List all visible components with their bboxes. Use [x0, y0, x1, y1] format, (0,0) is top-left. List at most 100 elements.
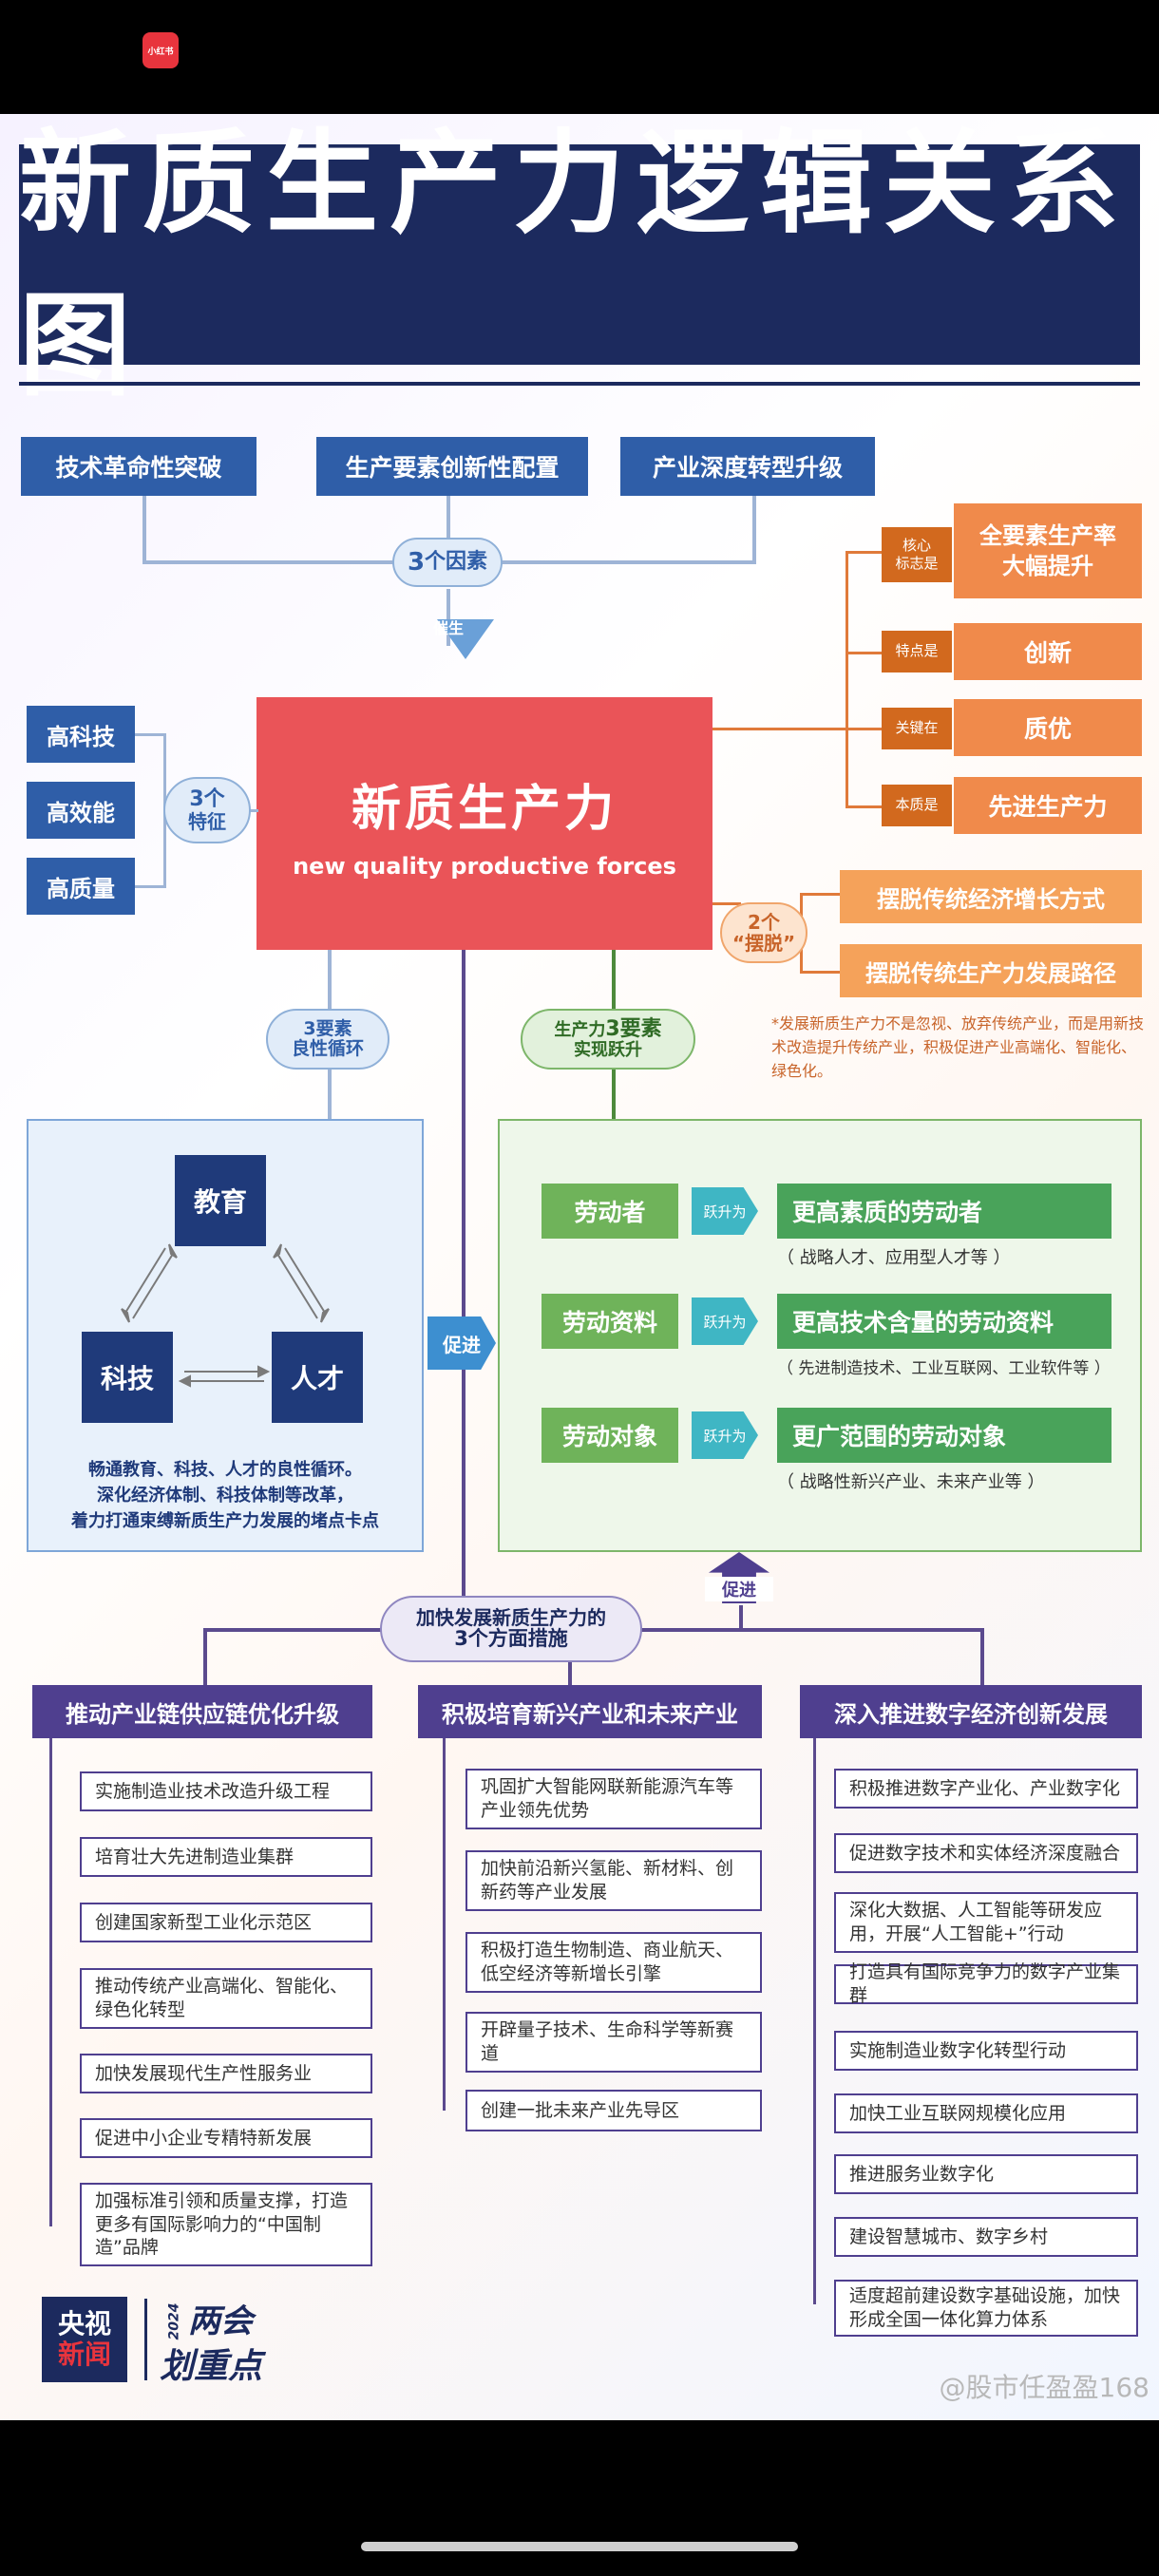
- connector: [247, 809, 258, 812]
- cctv-logo-line1: 央视: [57, 2307, 111, 2339]
- break-free-count: 2个: [748, 911, 780, 934]
- features-count: 3个: [189, 786, 225, 811]
- leap-to: 更高素质的劳动者: [777, 1184, 1112, 1239]
- logo-brand-line2: 划重点: [160, 2347, 263, 2386]
- leap-pill-num: 3要素: [605, 1017, 662, 1041]
- leap-from: 劳动对象: [542, 1408, 678, 1463]
- cycle-label: 良性循环: [291, 1038, 364, 1059]
- measures-pill-line2: 3个方面措施: [454, 1627, 568, 1651]
- status-bar: [0, 0, 1159, 114]
- center-title: 新质生产力: [351, 780, 618, 838]
- app-icon[interactable]: 小红书: [142, 32, 179, 68]
- cctv-news-logo: 央视新闻: [42, 2297, 127, 2382]
- factors-arrow-label: 催生: [432, 619, 464, 637]
- logo-divider: [144, 2299, 147, 2380]
- leap-note: （ 先进制造技术、工业互联网、工业软件等 ）: [777, 1359, 1111, 1378]
- connector: [846, 652, 882, 654]
- navigation-bar: [0, 2420, 1159, 2576]
- connector: [712, 728, 847, 730]
- measure-item: 创建国家新型工业化示范区: [80, 1903, 372, 1942]
- tag-key: 关键在: [882, 708, 952, 749]
- measure-item: 深化大数据、人工智能等研发应用，开展“人工智能+”行动: [834, 1892, 1138, 1953]
- leap-to: 更高技术含量的劳动资料: [777, 1294, 1112, 1349]
- measure-item: 创建一批未来产业先导区: [466, 2090, 762, 2131]
- center-box: 新质生产力 new quality productive forces: [256, 697, 712, 950]
- leap-pill-b: 实现跃升: [574, 1040, 642, 1061]
- measure-item: 促进中小企业专精特新发展: [80, 2118, 372, 2158]
- two-sessions-logo: 2024 两会 划重点: [156, 2295, 298, 2386]
- measure-column-title: 推动产业链供应链优化升级: [32, 1685, 372, 1738]
- factor-box: 技术革命性突破: [21, 437, 256, 496]
- connector: [846, 551, 848, 807]
- tag-core: 核心 标志是: [882, 527, 952, 582]
- measure-item: 加快发展现代生产性服务业: [80, 2054, 372, 2093]
- page-title: 新质生产力逻辑关系图: [19, 118, 1131, 411]
- cctv-logo-line2: 新闻: [57, 2339, 111, 2370]
- leap-arrow: 跃升为: [692, 1187, 758, 1235]
- measure-item: 适度超前建设数字基础设施，加快形成全国一体化算力体系: [834, 2280, 1138, 2337]
- measure-item: 实施制造业技术改造升级工程: [80, 1771, 372, 1811]
- cycle-description: 畅通教育、科技、人才的良性循环。 深化经济体制、科技体制等改革， 着力打通束缚新…: [71, 1460, 379, 1531]
- break-free-note: *发展新质生产力不是忽视、放弃传统产业，而是用新技术改造提升传统产业，积极促进产…: [771, 1014, 1145, 1080]
- arrow-down-icon: [437, 619, 494, 659]
- connector: [739, 1605, 743, 1630]
- connector: [133, 733, 165, 736]
- leap-note: （ 战略人才、应用型人才等 ）: [777, 1248, 1011, 1268]
- leap-from: 劳动者: [542, 1184, 678, 1239]
- connector: [328, 950, 332, 1013]
- measure-item: 加强标准引领和质量支撑，打造更多有国际影响力的“中国制造”品牌: [80, 2183, 372, 2266]
- connector: [203, 1628, 207, 1689]
- measure-item: 推进服务业数字化: [834, 2154, 1138, 2194]
- measure-item: 促进数字技术和实体经济深度融合: [834, 1833, 1138, 1873]
- key-quality: 质优: [954, 699, 1142, 756]
- connector: [462, 950, 466, 1596]
- connector: [800, 971, 842, 974]
- talent-box: 人才: [272, 1332, 363, 1423]
- factor-box: 生产要素创新性配置: [316, 437, 588, 496]
- connector: [142, 494, 146, 562]
- connector: [612, 950, 616, 1013]
- leap-arrow: 跃升为: [692, 1297, 758, 1345]
- connector: [846, 551, 882, 554]
- measure-item: 加快工业互联网规模化应用: [834, 2093, 1138, 2133]
- measure-item: 打造具有国际竞争力的数字产业集群: [834, 1961, 1138, 2006]
- leap-from: 劳动资料: [542, 1294, 678, 1349]
- logo-brand-line1: 两会: [188, 2302, 253, 2340]
- leap-pill-line1: 生产力3要素: [554, 1017, 662, 1041]
- measure-item: 开辟量子技术、生命科学等新赛道: [466, 2012, 762, 2073]
- feature-box: 高效能: [27, 782, 135, 839]
- title-banner: 新质生产力逻辑关系图: [19, 118, 1140, 411]
- connector: [133, 885, 165, 888]
- leap-pill: 生产力3要素 实现跃升: [521, 1009, 695, 1070]
- measure-column-title: 深入推进数字经济创新发展: [800, 1685, 1142, 1738]
- tag-essence: 本质是: [882, 785, 952, 826]
- break-free-label: “摆脱”: [732, 932, 796, 955]
- tech-box: 科技: [82, 1332, 173, 1423]
- measure-item: 建设智慧城市、数字乡村: [834, 2217, 1138, 2257]
- measure-item: 巩固扩大智能网联新能源汽车等产业领先优势: [466, 1769, 762, 1829]
- measure-item: 培育壮大先进制造业集群: [80, 1837, 372, 1877]
- connector: [800, 893, 842, 896]
- education-box: 教育: [175, 1155, 266, 1246]
- promote-arrow: 促进: [428, 1316, 496, 1370]
- feature-innovation: 创新: [954, 623, 1142, 680]
- break-free-item: 摆脱传统生产力发展路径: [840, 944, 1142, 997]
- leap-pill-a: 生产力: [554, 1020, 606, 1040]
- connector: [49, 1738, 52, 2226]
- connector: [328, 1070, 332, 1119]
- home-indicator[interactable]: [361, 2542, 798, 2551]
- measure-item: 推动传统产业高端化、智能化、绿色化转型: [80, 1968, 372, 2029]
- measure-item: 实施制造业数字化转型行动: [834, 2031, 1138, 2071]
- promote-up-label: 促进: [705, 1577, 773, 1601]
- connector: [446, 589, 450, 646]
- leap-arrow: 跃升为: [692, 1411, 758, 1459]
- factor-box: 产业深度转型升级: [620, 437, 875, 496]
- break-free-item: 摆脱传统经济增长方式: [840, 870, 1142, 923]
- connector: [846, 805, 882, 808]
- connector: [813, 1738, 816, 2304]
- cycle-pill: 3要素良性循环: [266, 1009, 390, 1070]
- watermark: @股市任盈盈168: [939, 2372, 1150, 2403]
- factors-count: 3: [407, 547, 426, 577]
